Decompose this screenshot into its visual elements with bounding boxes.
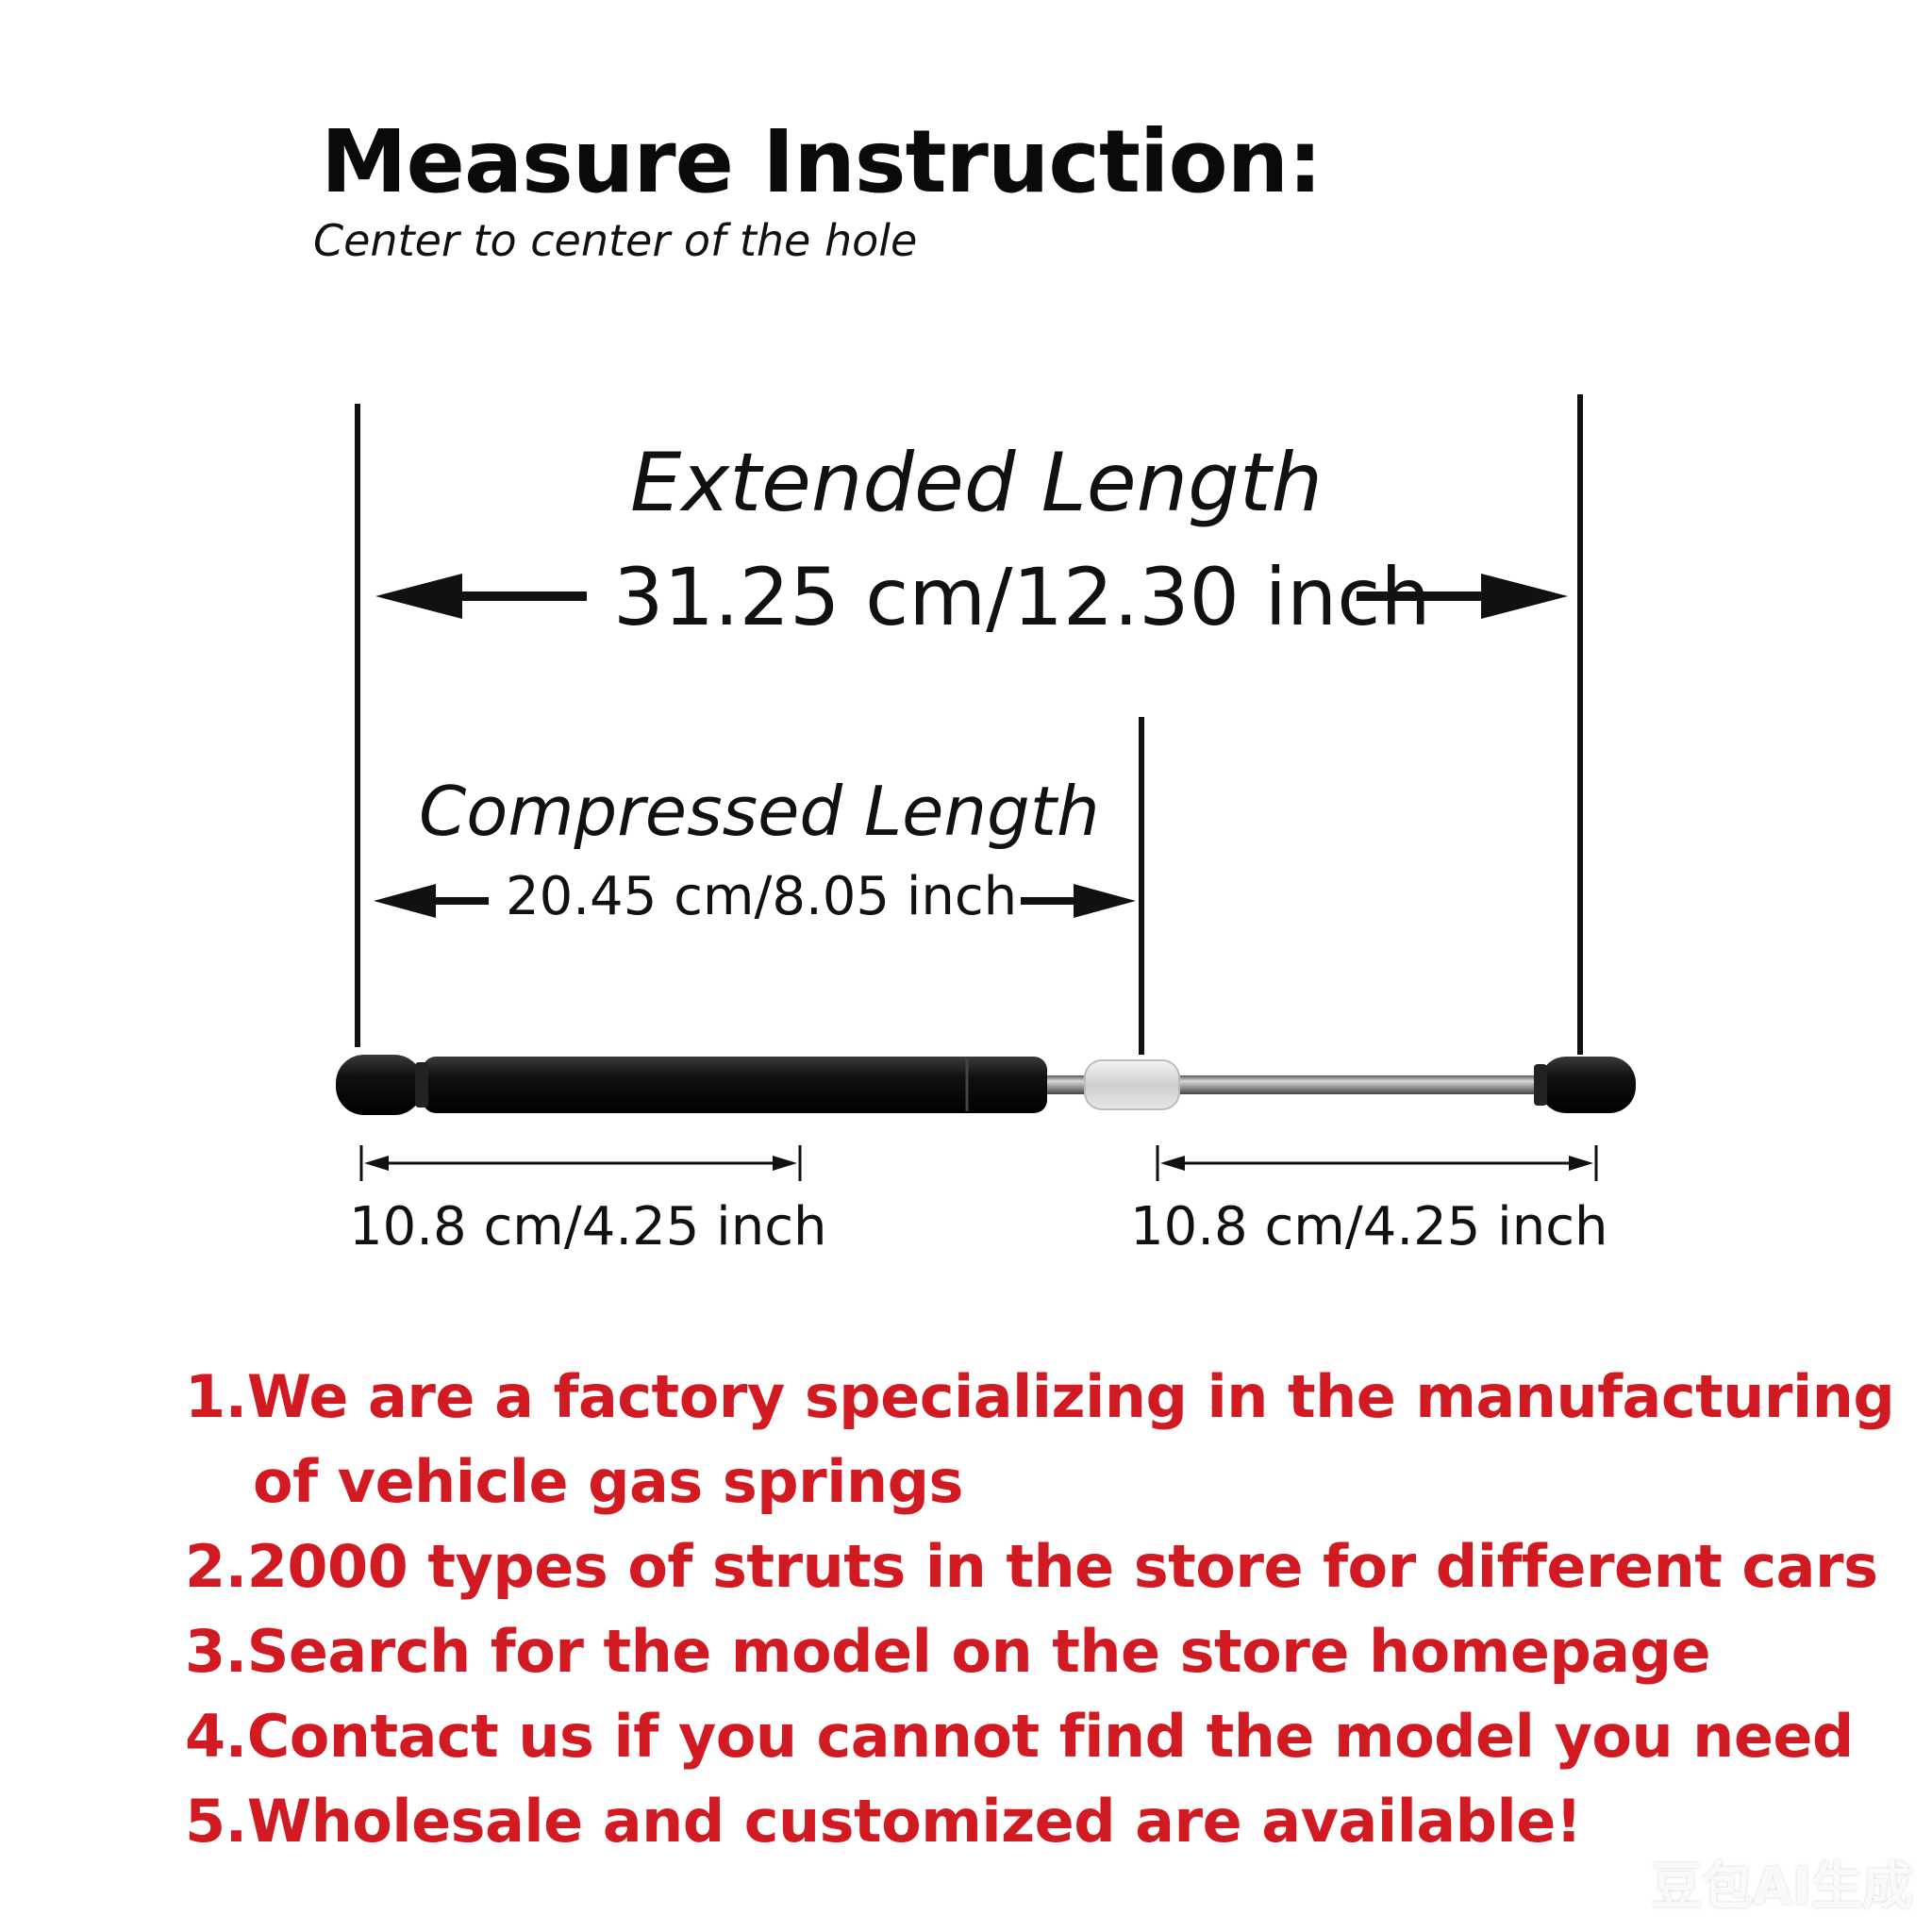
note-item: 4.Contact us if you cannot find the mode…: [185, 1694, 1894, 1779]
note-text: Wholesale and customized are available!: [246, 1787, 1582, 1856]
page-title: Measure Instruction:: [321, 111, 1323, 212]
strut-left-end-fitting: [336, 1055, 423, 1115]
note-number: 5.: [185, 1787, 247, 1856]
compressed-length-label: Compressed Length: [419, 772, 1100, 851]
note-number: 1.: [185, 1362, 247, 1431]
note-text-continuation: of vehicle gas springs: [253, 1447, 963, 1516]
strut-rod-seal: [1084, 1059, 1180, 1110]
note-item: 2.2000 types of struts in the store for …: [185, 1524, 1894, 1609]
note-item: 3.Search for the model on the store home…: [185, 1609, 1894, 1694]
segment-right-value: 10.8 cm/4.25 inch: [1130, 1196, 1608, 1257]
note-item: 5.Wholesale and customized are available…: [185, 1779, 1894, 1864]
extended-length-label: Extended Length: [630, 436, 1323, 530]
strut-right-end-fitting: [1540, 1057, 1636, 1113]
note-number: 2.: [185, 1532, 247, 1601]
extended-length-value: 31.25 cm/12.30 inch: [613, 551, 1431, 643]
page-subtitle: Center to center of the hole: [313, 215, 918, 266]
note-text: Search for the model on the store homepa…: [246, 1617, 1711, 1686]
note-item: 1.We are a factory specializing in the m…: [185, 1355, 1895, 1524]
segment-left-dimension: [359, 1145, 802, 1181]
note-text: Contact us if you cannot find the model …: [246, 1702, 1855, 1771]
watermark: 豆包AI生成: [1651, 1857, 1913, 1916]
extended-right-arrow: [1357, 574, 1568, 619]
segment-right-dimension: [1156, 1145, 1598, 1181]
segment-left-value: 10.8 cm/4.25 inch: [349, 1196, 827, 1257]
note-text: 2000 types of struts in the store for di…: [246, 1532, 1878, 1601]
note-number: 3.: [185, 1617, 247, 1686]
gas-strut: [336, 1055, 1636, 1115]
note-text: We are a factory specializing in the man…: [246, 1362, 1895, 1431]
feature-notes-list: 1.We are a factory specializing in the m…: [185, 1355, 1895, 1864]
extended-left-arrow: [375, 574, 587, 619]
strut-cylinder-body: [423, 1057, 1047, 1113]
compressed-left-arrow: [374, 884, 489, 918]
compressed-right-arrow: [1021, 884, 1136, 918]
note-number: 4.: [185, 1702, 247, 1771]
compressed-length-value: 20.45 cm/8.05 inch: [506, 866, 1018, 927]
